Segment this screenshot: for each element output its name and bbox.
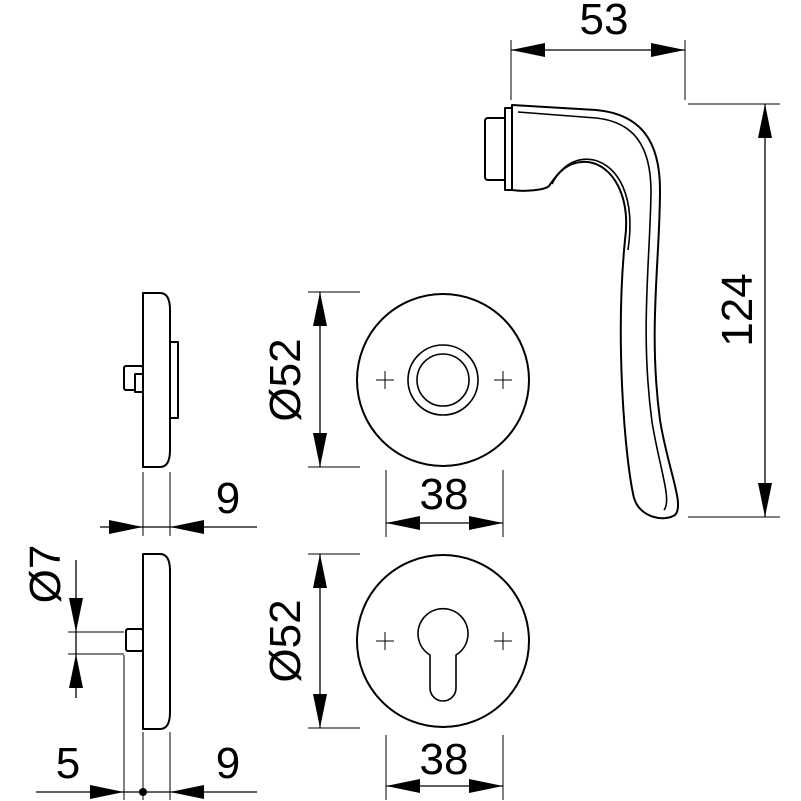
dim-38-top-label: 38: [420, 470, 469, 519]
rose-bottom-drawing: [356, 554, 530, 728]
dim-53-label: 53: [580, 0, 629, 44]
handle-inner-curve: [551, 158, 631, 251]
side-profile-top-boss: [169, 341, 179, 419]
side-view-bottom-drawing: [125, 553, 171, 730]
dim-ø7-label: Ø7: [21, 545, 70, 604]
handle-inner-contour: [517, 111, 668, 511]
dim-124-label: 124: [713, 273, 762, 346]
rose-bottom-outline: [356, 554, 530, 728]
rose-top-drawing: [356, 293, 530, 467]
dim-junction-dot: [139, 788, 147, 796]
dim-ø52-top-label: Ø52: [261, 338, 310, 421]
side-profile-top: [142, 292, 171, 468]
side-profile-top-pin-base: [134, 373, 144, 393]
dim-ø52-bottom-label: Ø52: [261, 599, 310, 682]
dim-9-bottom-label: 9: [216, 739, 240, 788]
dim-side-thickness-top: 9: [100, 472, 257, 536]
rose-top-ring-inner: [416, 353, 470, 407]
side-profile-bottom-pin: [125, 628, 144, 652]
dim-rose-bottom-diameter: Ø52: [261, 553, 360, 729]
dim-pin-length-and-thickness: 5 9: [36, 655, 257, 800]
keyhole-icon: [417, 607, 469, 702]
handle-body: [511, 104, 679, 520]
dim-handle-height: 124: [688, 103, 780, 518]
dim-rose-top-diameter: Ø52: [261, 291, 360, 468]
dim-38-bottom-label: 38: [420, 735, 469, 784]
door-handle-drawing: [484, 104, 679, 520]
plus-mark-icon: [376, 632, 394, 650]
dim-9-top-label: 9: [216, 474, 240, 523]
side-view-top-drawing: [123, 292, 179, 468]
rose-top-ring-outer: [407, 344, 479, 416]
dim-handle-width: 53: [510, 0, 686, 100]
dim-rose-top-spacing: 38: [385, 470, 504, 537]
dim-rose-bottom-spacing: 38: [385, 735, 504, 800]
side-profile-bottom: [142, 553, 171, 730]
plus-mark-icon: [376, 371, 394, 389]
dim-pin-diameter: Ø7: [21, 545, 124, 698]
plus-mark-icon: [494, 632, 512, 650]
plus-mark-icon: [494, 371, 512, 389]
dim-5-label: 5: [56, 739, 80, 788]
rose-top-outline: [356, 293, 530, 467]
